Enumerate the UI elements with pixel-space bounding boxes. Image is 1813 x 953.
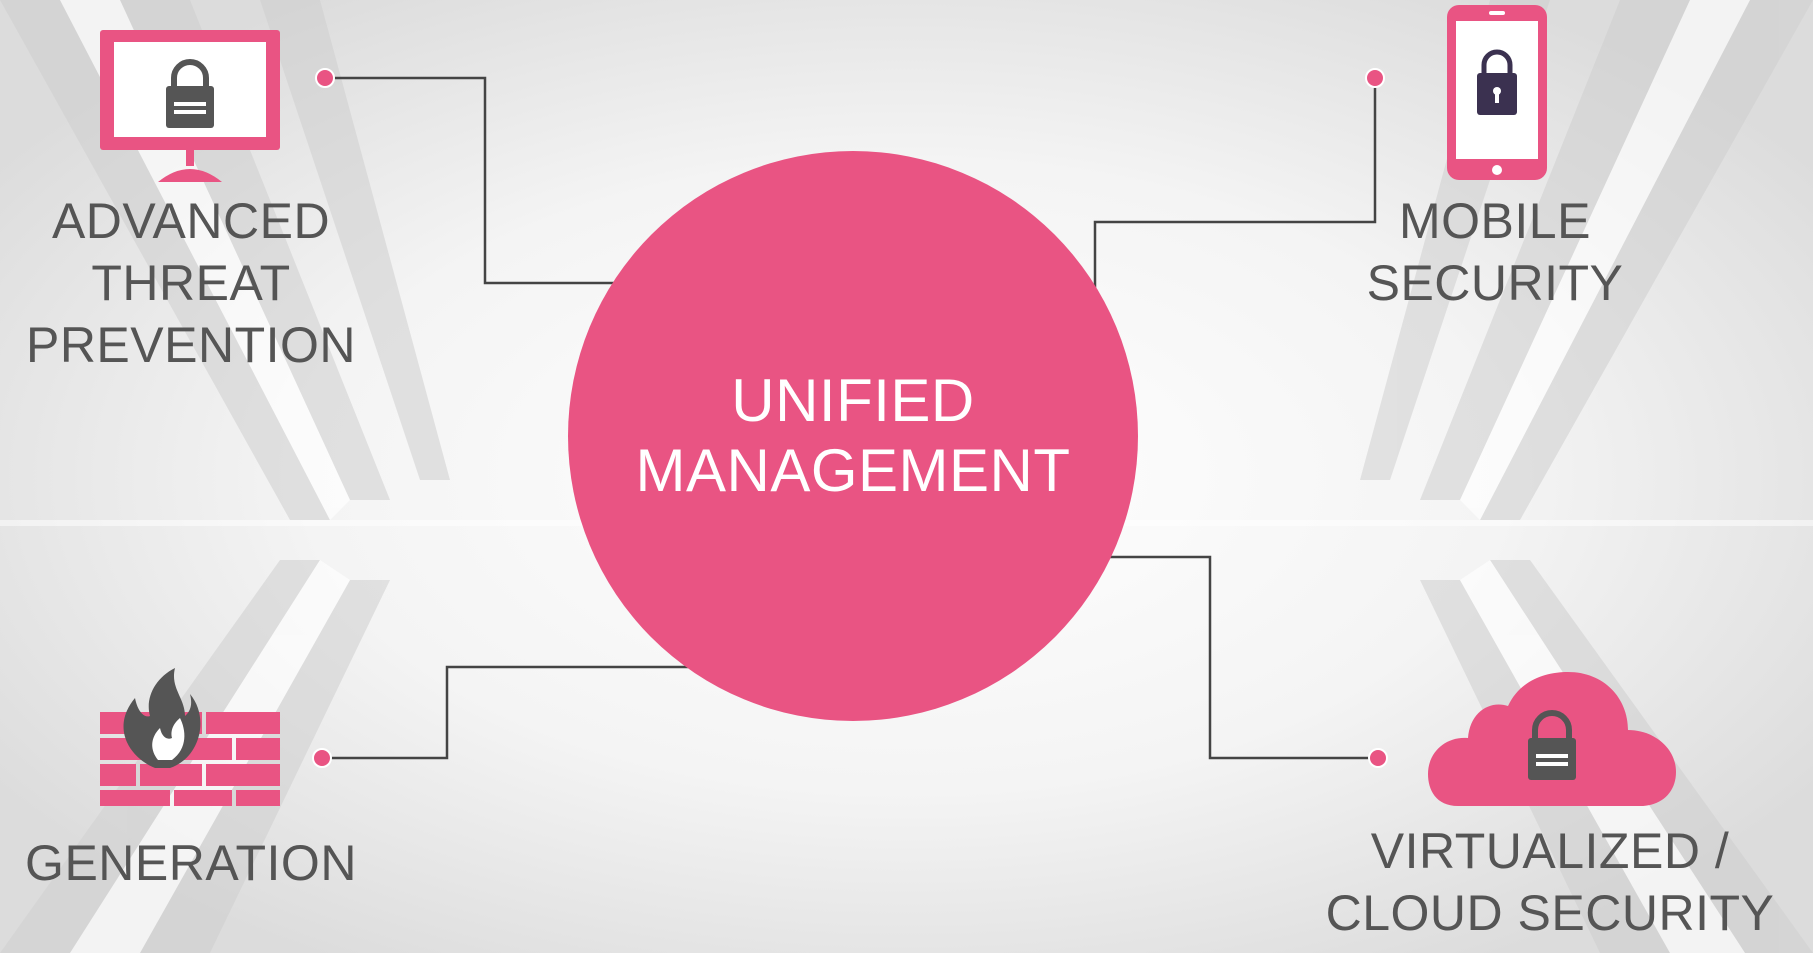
firewall-icon [100,668,280,806]
connector-dot-firewall [312,748,332,768]
cloud-lock-icon [1428,672,1676,806]
monitor-lock-icon [100,30,280,182]
label-generation: GENERATION [10,832,372,894]
label-advanced-threat-prevention: ADVANCED THREAT PREVENTION [10,190,372,376]
label-virtualized-cloud-security: VIRTUALIZED / CLOUD SECURITY [1300,820,1800,944]
hub-title: UNIFIED MANAGEMENT [635,366,1070,506]
connector-dot-mobile [1365,68,1385,88]
label-mobile-line2: SECURITY [1366,255,1624,311]
smartphone-lock-icon [1447,5,1547,180]
label-mobile-line1: MOBILE [1399,193,1591,249]
connector-dot-cloud [1368,748,1388,768]
connector-dot-threat [315,68,335,88]
hub-title-line1: UNIFIED [731,367,975,434]
connector-mobile [1093,78,1377,288]
unified-management-hub: UNIFIED MANAGEMENT [568,151,1138,721]
label-firewall-line1: GENERATION [25,835,357,891]
label-cloud-line2: CLOUD SECURITY [1325,885,1775,941]
hub-title-line2: MANAGEMENT [635,437,1071,504]
connector-cloud [1108,555,1375,760]
label-threat-line1: ADVANCED [51,193,331,249]
connector-firewall [322,665,690,760]
label-cloud-line1: VIRTUALIZED / [1370,823,1730,879]
label-threat-line2: THREAT [91,255,291,311]
label-threat-line3: PREVENTION [25,317,357,373]
connector-threat [325,76,615,285]
label-mobile-security: MOBILE SECURITY [1340,190,1650,314]
